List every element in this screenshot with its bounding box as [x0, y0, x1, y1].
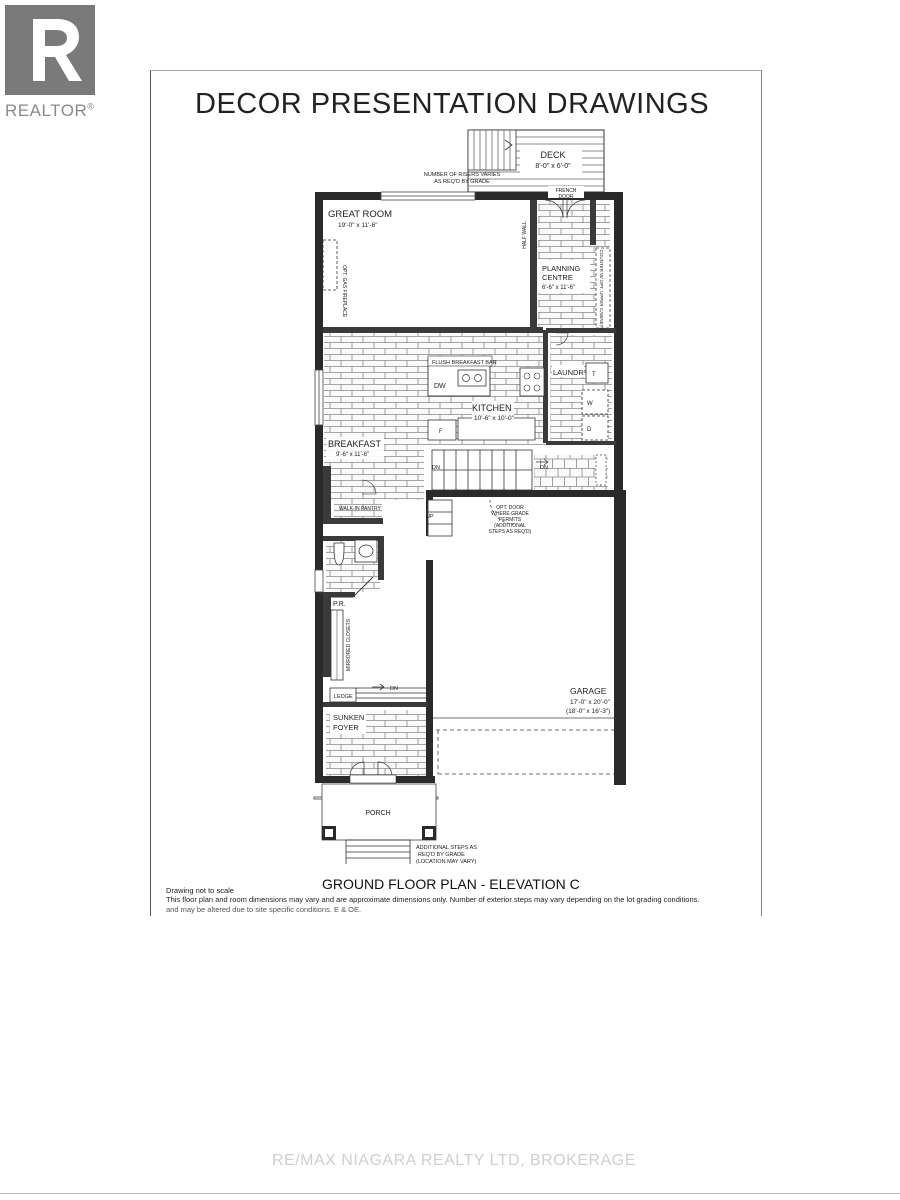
french-door — [544, 199, 586, 219]
brokerage-watermark: RE/MAX NIAGARA REALTY LTD, BROKERAGE — [272, 1152, 636, 1169]
realtor-logo[interactable]: REALTOR® — [5, 5, 97, 123]
front-door — [349, 761, 393, 777]
garage-dims-alt: (18'-0" x 16'-3") — [566, 708, 610, 715]
foyer-steps — [356, 683, 426, 699]
stairs-down-label-1: DN — [432, 465, 440, 471]
porch-label: PORCH — [365, 810, 390, 817]
fireplace — [322, 239, 338, 291]
walkin-pantry-label: WALK-IN PANTRY — [339, 506, 382, 512]
fridge-label: F — [439, 429, 443, 435]
breakfast-dims: 9'-6" x 11'-6" — [336, 452, 369, 458]
deck-dims: 8'-0" x 6'-0" — [535, 163, 571, 170]
stairs-up-label: UP — [426, 514, 434, 520]
powder-room-label: P.R. — [333, 601, 346, 608]
garage-label: GARAGE — [570, 686, 607, 696]
breakfast-bar-label: FLUSH BREAKFAST BAR — [432, 360, 497, 366]
porch — [321, 783, 437, 864]
disclaimer-note-2: and may be altered due to site specific … — [166, 905, 362, 914]
planning-centre-dims: 6'-6" x 11'-6" — [542, 285, 575, 291]
planning-counter — [595, 247, 611, 329]
ledge — [329, 687, 357, 703]
garage-dims: 17'-0" x 20'-0" — [570, 699, 611, 706]
drawing-title: DECOR PRESENTATION DRAWINGS — [195, 88, 710, 120]
stairs-arrow-icon — [536, 458, 549, 466]
kitchen-dims: 10'-6" x 10'-0" — [474, 415, 515, 422]
sunken-foyer-label: SUNKEN — [333, 713, 364, 722]
optional-door-note-2: WHERE GRADE — [491, 511, 529, 517]
floor-plan-sheet — [150, 70, 762, 916]
stairs — [431, 449, 533, 491]
half-wall-label: HALF WALL — [522, 221, 528, 249]
dryer-label: D — [587, 427, 592, 433]
garage-door — [433, 717, 614, 775]
realtor-r-icon — [33, 19, 82, 81]
ledge-label: LEDGE — [334, 694, 353, 700]
optional-door-note-5: STEPS AS REQ'D) — [489, 529, 532, 535]
steps-note-2: REQ'D BY GRADE — [418, 852, 465, 858]
optional-door-note-4: (ADDITIONAL — [494, 523, 526, 529]
bottom-divider — [0, 1193, 900, 1194]
deck-label: DECK — [540, 150, 565, 160]
stairs-down-label-2: DN — [540, 465, 548, 471]
kitchen-label: KITCHEN — [472, 403, 512, 413]
foyer-down-label: DN — [390, 686, 398, 692]
laundry-appliances — [581, 362, 609, 441]
planning-centre-label: PLANNING — [542, 264, 581, 273]
risers-note-line-2: AS REQ'D BY GRADE — [434, 179, 490, 185]
risers-note-line-1: NUMBER OF RISERS VARIES — [424, 172, 501, 178]
optional-door-note-3: PERMITS — [499, 517, 522, 523]
disclaimer-note: This floor plan and room dimensions may … — [166, 895, 700, 904]
scale-note: Drawing not to scale — [166, 886, 234, 895]
powder-room-fixtures — [333, 539, 378, 566]
interior-walls — [323, 200, 616, 707]
great-room-dims: 19'-0" x 11'-6" — [338, 222, 378, 229]
range-stove — [519, 367, 545, 397]
laundry-label: LAUNDRY — [553, 368, 589, 377]
dishwasher-label: DW — [434, 383, 446, 390]
breakfast-label: BREAKFAST — [328, 439, 382, 449]
mirrored-closets-label: MIRRORED CLOSETS — [346, 618, 352, 671]
laundry-door — [555, 332, 569, 346]
steps-note-1: ADDITIONAL STEPS AS — [416, 845, 477, 851]
laundry-tub-label: T — [592, 372, 596, 378]
plan-title: GROUND FLOOR PLAN - ELEVATION C — [322, 876, 580, 892]
powder-room-door — [330, 576, 374, 598]
french-door-label-1: FRENCH — [556, 188, 577, 194]
fireplace-label: OPT. GAS FIREPLACE — [341, 265, 347, 318]
planning-centre-label-2: CENTRE — [542, 273, 573, 282]
realtor-logo-mark — [5, 5, 95, 95]
deck — [467, 129, 605, 193]
french-door-label-2: DOOR — [559, 194, 574, 200]
washer-label: W — [587, 401, 593, 407]
great-room-label: GREAT ROOM — [328, 209, 392, 220]
pantry-door — [361, 479, 377, 495]
upper-cabinets-label: COUNTER W/ OPT. UPPER CABINETS — [599, 250, 604, 331]
optional-door-note-1: OPT. DOOR — [496, 505, 524, 511]
realtor-logo-text: REALTOR® — [5, 101, 95, 120]
sunken-foyer-label-2: FOYER — [333, 723, 359, 732]
landing-steps — [427, 499, 453, 537]
steps-note-3: (LOCATION MAY VARY) — [416, 859, 476, 865]
